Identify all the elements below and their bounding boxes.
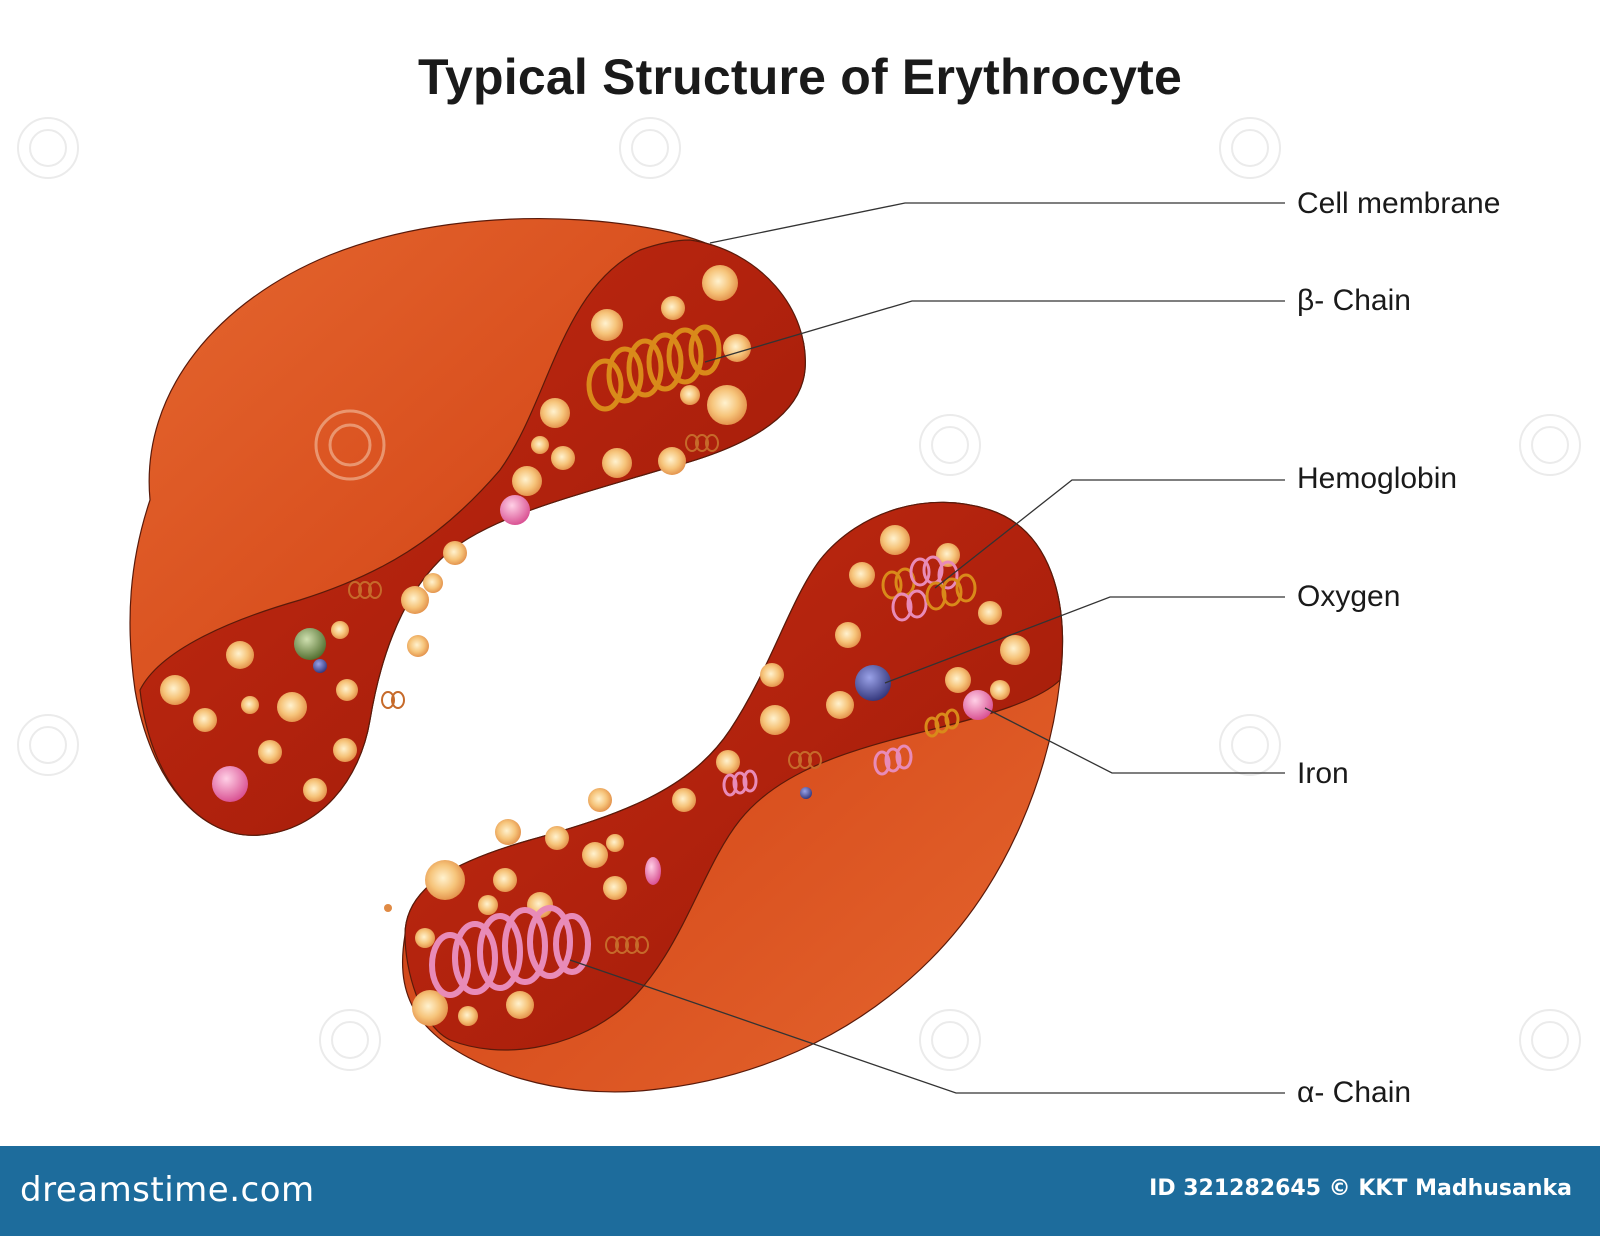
lower-granule [495,819,521,845]
lower-granule [545,826,569,850]
upper-granule [551,446,575,470]
upper-granule [602,448,632,478]
label-oxygen: Oxygen [1297,580,1401,613]
leader-cell-membrane [709,202,1285,244]
small-blue-dot-lower [800,787,812,799]
leader-beta-chain [704,300,1285,363]
alpha-chain-coil [429,905,591,998]
beta-chain-coil [586,324,722,412]
hemoglobin-small-lower-2 [605,936,649,954]
lower-granule [588,788,612,812]
brand-logo-text[interactable]: dreamstime.com [20,1170,315,1210]
lower-granule [458,1006,478,1026]
lower-granule [826,691,854,719]
hemoglobin-cluster [881,555,977,622]
lower-granule [603,876,627,900]
label-alpha-chain: α- Chain [1297,1076,1412,1109]
label-cell-membrane: Cell membrane [1297,187,1501,220]
upper-granule [407,635,429,657]
upper-granule [258,740,282,764]
upper-granule [331,621,349,639]
upper-granule [401,586,429,614]
lower-granule [716,750,740,774]
hemoglobin-small-upper-2 [348,581,382,599]
upper-granule [336,679,358,701]
lower-granule [760,663,784,687]
hemoglobin-small-upper-3 [381,691,405,709]
lower-granule [880,525,910,555]
pink-dot-upper-2 [212,766,248,802]
leader-oxygen [884,596,1285,684]
footer-bar: dreamstime.com ID 321282645 © KKT Madhus… [0,1146,1600,1236]
iron-molecule [963,690,993,720]
upper-granule [241,696,259,714]
erythrocyte-diagram [17,117,1581,1094]
alpha-chain-small-1 [873,744,913,776]
upper-granule [661,296,685,320]
lower-granule [849,562,875,588]
watermark-logo-center [314,409,386,481]
upper-granule [193,708,217,732]
lower-granule [945,667,971,693]
lower-erythrocyte [384,501,1063,1093]
lower-granule [582,842,608,868]
small-blue-dot [313,659,327,673]
lower-granule [412,990,448,1026]
upper-granule [303,778,327,802]
lower-granule [1000,635,1030,665]
upper-granule [707,385,747,425]
label-iron: Iron [1297,757,1349,790]
lower-granule [425,860,465,900]
hemoglobin-small-lower-1 [788,751,822,769]
upper-granule [333,738,357,762]
upper-granule [702,265,738,301]
lower-granule [493,868,517,892]
upper-granule [277,692,307,722]
label-beta-chain: β- Chain [1297,284,1411,317]
pink-dot-upper-1 [500,495,530,525]
oxygen-molecule [855,665,891,701]
small-orange-dot [384,904,392,912]
upper-granule [723,334,751,362]
upper-granule [658,447,686,475]
upper-erythrocyte [129,217,806,836]
leader-alpha-chain [569,959,1285,1094]
watermark-logos [17,117,1581,1071]
leader-iron [984,707,1285,774]
lower-granule [478,895,498,915]
beta-chain-small-lower [924,708,960,738]
pink-dot-lower [645,857,661,885]
image-credit: ID 321282645 © KKT Madhusanka [1149,1176,1572,1201]
upper-granule [512,466,542,496]
diagram-title: Typical Structure of Erythrocyte [418,49,1182,105]
leader-hemoglobin [934,479,1285,589]
label-hemoglobin: Hemoglobin [1297,462,1458,495]
lower-granule [415,928,435,948]
green-molecule [294,628,326,660]
lower-granule [835,622,861,648]
upper-granule [591,309,623,341]
lower-granule [506,991,534,1019]
upper-granule [680,385,700,405]
upper-granule [226,641,254,669]
leader-lines [569,202,1285,1094]
upper-granule [423,573,443,593]
hemoglobin-small-upper-1 [685,434,719,452]
lower-granule [672,788,696,812]
upper-granule [540,398,570,428]
upper-granule [160,675,190,705]
watermark-logo-center-inner [328,423,372,467]
upper-granule [443,541,467,565]
lower-granule [760,705,790,735]
lower-granule [990,680,1010,700]
lower-granule [936,543,960,567]
upper-granule [531,436,549,454]
lower-granule [978,601,1002,625]
alpha-chain-small-2 [722,769,758,797]
lower-granule [606,834,624,852]
